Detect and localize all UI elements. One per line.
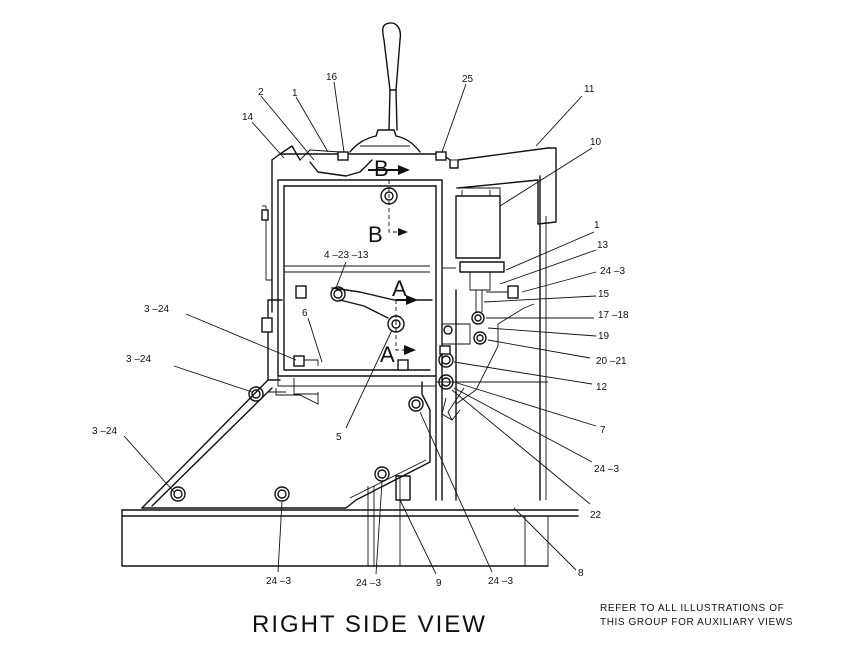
section-label-a-bot: A [380,342,395,367]
callout-20-21: 20 –21 [596,356,627,367]
callout-7: 7 [600,425,606,436]
top-cover [279,129,447,177]
callout-2: 2 [258,87,264,98]
callout-12: 12 [596,382,608,393]
callout-15: 15 [598,289,610,300]
section-label-b-top: B [374,156,389,181]
view-title: RIGHT SIDE VIEW [252,611,487,638]
callout-13: 13 [597,240,609,251]
callout-8: 8 [578,568,584,579]
shift-lever [381,22,402,131]
leader-lines [123,81,597,575]
callout-24-3-bottom-left: 24 –3 [266,576,291,587]
callout-22: 22 [590,510,602,521]
callout-24-3-right: 24 –3 [594,464,619,475]
right-upper-cover [449,147,557,225]
fasteners [170,187,487,502]
callout-17-18: 17 –18 [598,310,629,321]
callout-24-3-bottom-right: 24 –3 [488,576,513,587]
section-label-a-top: A [392,276,407,301]
callout-19: 19 [598,331,610,342]
callout-6: 6 [302,308,308,319]
callout-10: 10 [590,137,602,148]
section-markers [368,165,418,355]
callout-3-24-mid: 3 –24 [126,354,151,365]
callout-labels: 1 2 14 16 25 11 10 1 13 24 –3 15 17 –18 … [92,72,629,589]
note-line-1: REFER TO ALL ILLUSTRATIONS OF [600,603,784,614]
callout-4-23-13: 4 –23 –13 [324,250,369,261]
callout-3-24-top: 3 –24 [144,304,169,315]
callout-5: 5 [336,432,342,443]
callout-1b: 1 [594,220,600,231]
callout-16: 16 [326,72,338,83]
callout-11: 11 [584,84,595,95]
linkage-arm [331,287,433,319]
callout-3-24-low: 3 –24 [92,426,117,437]
callout-25: 25 [462,74,474,85]
callout-14: 14 [242,112,254,123]
callout-24-3-top: 24 –3 [600,266,625,277]
section-letters: B B A A [368,156,407,367]
motor [455,187,505,312]
right-column [441,175,547,501]
callout-9: 9 [436,578,442,589]
note-line-2: THIS GROUP FOR AUXILIARY VIEWS [600,617,793,628]
section-label-b-mid: B [368,222,383,247]
lower-housing [141,299,431,509]
main-housing [261,153,548,501]
callout-24-3-bottom-mid: 24 –3 [356,578,381,589]
callout-1: 1 [292,88,298,99]
base-frame [121,476,579,567]
